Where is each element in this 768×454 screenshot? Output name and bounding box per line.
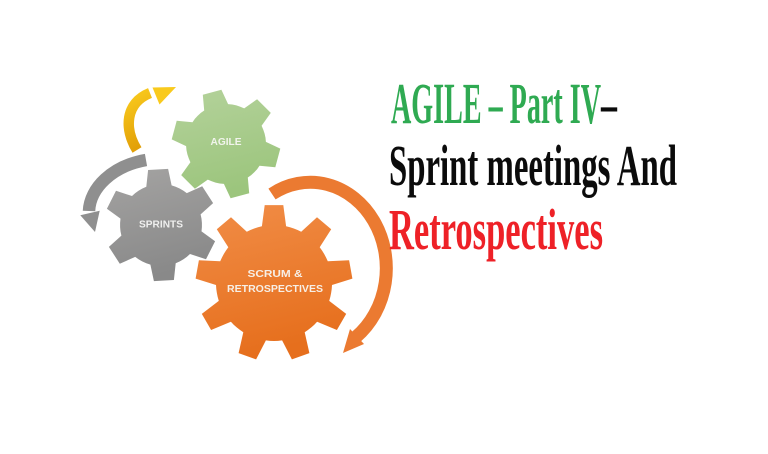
gray-arrow-head-icon [80, 210, 100, 232]
yellow-arrow-head-icon [152, 87, 176, 105]
title-block: AGILE – Part IV – Sprint meetings And Re… [389, 71, 677, 262]
yellow-arrow-curve [123, 88, 153, 153]
orange-arrow-curve [268, 175, 393, 342]
title-line1: AGILE – Part IV [391, 71, 601, 136]
agile-gear-icon [171, 89, 281, 199]
scrum-gear-label-line2: RETROSPECTIVES [227, 283, 323, 295]
sprints-gear-label: SPRINTS [139, 219, 183, 231]
scrum-gear-icon [195, 205, 353, 360]
scrum-gear-label-line1: SCRUM & [248, 268, 303, 280]
yellow-curved-arrow-icon [123, 87, 176, 153]
orange-arrow-head-icon [343, 329, 364, 353]
title-line3: Retrospectives [389, 197, 603, 262]
gray-curved-arrow-icon [80, 153, 148, 232]
orange-curved-arrow-icon [268, 175, 393, 353]
agile-gear-label: AGILE [211, 136, 242, 148]
sprints-gear-icon [106, 168, 216, 282]
title-line1-dash: – [600, 71, 617, 136]
title-line2: Sprint meetings And [389, 133, 677, 198]
gray-arrow-curve [82, 153, 148, 212]
